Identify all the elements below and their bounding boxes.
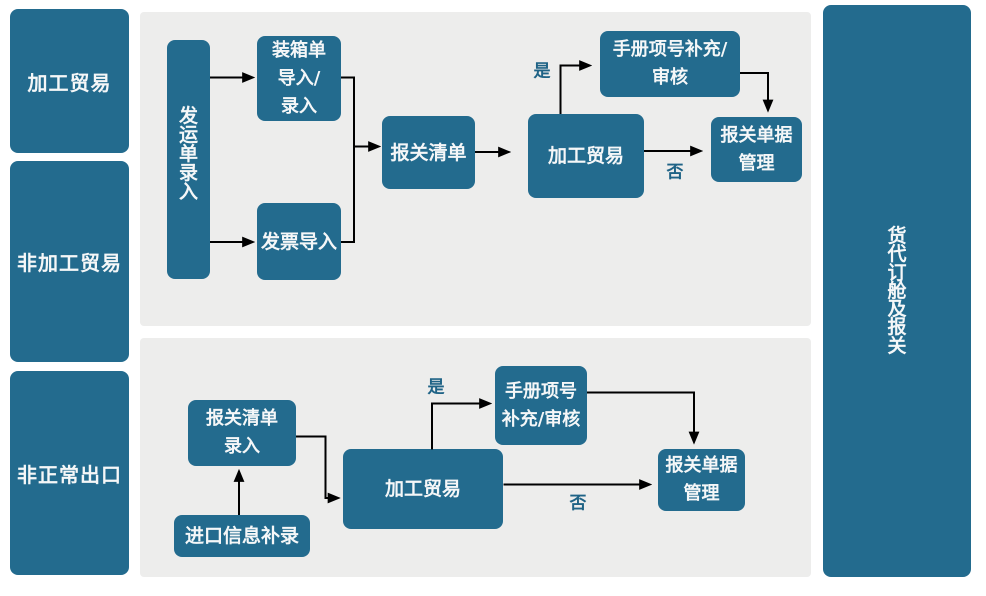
flow-node-import-info-supplement: 进口信息补录 — [174, 515, 310, 557]
flow-node-shipping-order-entry: 发运单录入 — [167, 40, 210, 279]
flow-node-customs-documents-management-bottom: 报关单据 管理 — [658, 449, 745, 511]
flow-node-label-line: 报关单据 — [720, 124, 793, 146]
flow-node-customs-declaration-list: 报关清单 — [382, 116, 475, 189]
category-label: 非正常出口 — [17, 462, 122, 487]
decision-label-no-top: 否 — [666, 162, 684, 183]
freight-forwarder-label: 货代订舱及报关 — [887, 224, 907, 357]
flow-node-label: 加工贸易 — [547, 145, 624, 167]
freight-forwarder-booking-customs-box: 货代订舱及报关 — [823, 5, 971, 577]
flow-node-label: 发票导入 — [260, 230, 337, 253]
flow-node-processing-trade-decision-bottom: 加工贸易 — [343, 449, 503, 529]
category-label: 非加工贸易 — [17, 251, 122, 275]
decision-label-no-bottom: 否 — [569, 493, 587, 514]
flow-node-label-line: 报关单据 — [665, 455, 738, 476]
flow-node-manual-item-review-top: 手册项号补充/ 审核 — [600, 31, 740, 97]
category-box-non-processing-trade: 非加工贸易 — [10, 161, 129, 362]
flow-node-label: 加工贸易 — [384, 478, 461, 500]
flow-node-label-line: 审核 — [652, 67, 688, 88]
flow-node-label: 发运单录入 — [179, 104, 199, 203]
decision-label-yes-top: 是 — [533, 61, 551, 82]
category-label: 加工贸易 — [27, 70, 112, 95]
flow-node-customs-documents-management-top: 报关单据 管理 — [711, 117, 802, 182]
flow-node-label-line: 手册项号补充/ — [612, 39, 728, 60]
flow-node-invoice-import: 发票导入 — [257, 203, 341, 280]
flow-node-manual-item-review-bottom: 手册项号 补充/审核 — [495, 366, 587, 445]
flow-node-label-line: 报关清单 — [206, 408, 278, 429]
flow-node-packing-list-import: 装箱单 导入/ 录入 — [257, 36, 341, 121]
flow-node-customs-list-entry: 报关清单 录入 — [188, 400, 296, 466]
flow-node-label-line: 管理 — [738, 152, 775, 174]
flow-node-label: 进口信息补录 — [184, 525, 299, 547]
category-box-abnormal-export: 非正常出口 — [10, 371, 129, 575]
decision-label-yes-bottom: 是 — [427, 377, 445, 398]
flow-node-label: 报关清单 — [390, 141, 467, 164]
flow-node-label-line: 导入/ — [277, 67, 321, 89]
flow-node-label-line: 录入 — [224, 436, 260, 457]
flow-node-label-line: 管理 — [683, 483, 720, 504]
flow-node-label-line: 录入 — [281, 95, 317, 117]
flow-node-label-line: 手册项号 — [505, 380, 577, 402]
flow-node-processing-trade-decision-top: 加工贸易 — [528, 114, 644, 198]
category-box-processing-trade: 加工贸易 — [10, 9, 129, 153]
flow-node-label-line: 装箱单 — [272, 39, 326, 61]
flow-node-label-line: 补充/审核 — [501, 408, 581, 430]
